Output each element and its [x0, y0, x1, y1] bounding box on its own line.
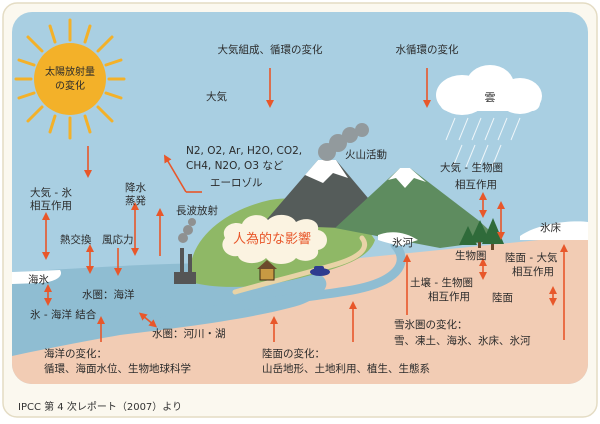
label-land-atm-2: 相互作用 — [512, 265, 554, 278]
label-glacier: 氷河 — [392, 236, 413, 249]
label-atm-ice-2: 相互作用 — [30, 199, 72, 212]
glacier-shape — [378, 232, 418, 246]
label-atm-bio-1: 大気 - 生物圏 — [440, 161, 503, 174]
land-base — [12, 235, 588, 384]
green-mountain — [335, 168, 500, 248]
label-human-influence: 人為的な影響 — [233, 231, 311, 247]
label-atmos-comp: 大気組成、循環の変化 — [218, 43, 323, 56]
label-cloud: 雲 — [485, 91, 496, 104]
label-precip-2: 蒸発 — [125, 194, 146, 207]
label-ocean-change-1: 海洋の変化： — [44, 347, 107, 360]
label-cryo-change-2: 雪、凍土、海氷、氷床、氷河 — [394, 334, 531, 347]
label-land-change-2: 山岳地形、土地利用、植生、生態系 — [262, 362, 430, 375]
label-ocean-change-2: 循環、海面水位、生物地球科学 — [44, 362, 191, 375]
rain — [445, 117, 521, 168]
label-solar-1: 太陽放射量 — [45, 65, 95, 78]
label-wind-stress: 風応力 — [102, 233, 134, 246]
mountain-snowcap — [388, 168, 426, 188]
cloud-shape — [436, 65, 542, 115]
label-sea-ice: 海氷 — [28, 273, 49, 286]
label-atm-ice-1: 大気 - 氷 — [30, 186, 72, 199]
label-gases-1: N2, O2, Ar, H2O, CO2, — [186, 145, 302, 157]
label-soil-bio-2: 相互作用 — [428, 290, 470, 303]
label-hydro-ocean: 水圏：海洋 — [82, 288, 135, 301]
label-precip-1: 降水 — [125, 181, 146, 194]
label-gases-2: CH4, N2O, O3 など — [186, 160, 284, 172]
label-land: 陸面 — [492, 291, 513, 304]
label-cryo-change-1: 雪氷圏の変化： — [394, 318, 468, 331]
label-atm-bio-2: 相互作用 — [455, 178, 497, 191]
factory-icon — [174, 218, 196, 284]
volcanic-plume — [318, 123, 369, 161]
human-influence-cloud — [222, 214, 327, 264]
label-land-change-1: 陸面の変化： — [262, 347, 325, 360]
label-volcano: 火山活動 — [345, 148, 387, 161]
label-longwave: 長波放射 — [176, 204, 218, 217]
car-icon — [310, 266, 330, 276]
sea-ice-shape — [12, 270, 62, 284]
volcano-snowcap — [305, 160, 348, 183]
source-caption: IPCC 第 4 次レポート（2007）より — [18, 402, 183, 413]
label-atmosphere: 大気 — [206, 90, 227, 103]
label-ice-sheet: 氷床 — [540, 221, 561, 234]
label-water-cycle: 水循環の変化 — [396, 43, 459, 56]
ice-sheet-shape — [520, 221, 588, 240]
sun-icon — [14, 18, 126, 140]
label-heat-exchange: 熱交換 — [60, 233, 92, 246]
label-soil-bio-1: 土壌 - 生物圏 — [410, 276, 473, 289]
label-ice-ocean: 氷 - 海洋 結合 — [30, 308, 97, 321]
road — [232, 235, 368, 295]
label-biosphere: 生物圏 — [455, 249, 487, 262]
label-hydro-rivers: 水圏：河川・湖 — [152, 328, 226, 340]
arrows — [42, 68, 568, 342]
label-solar-2: の変化 — [55, 79, 85, 92]
label-aerosol: エーロゾル — [210, 177, 263, 189]
label-land-atm-1: 陸面 - 大気 — [505, 251, 558, 264]
house-icon — [257, 260, 277, 281]
river — [145, 240, 406, 330]
